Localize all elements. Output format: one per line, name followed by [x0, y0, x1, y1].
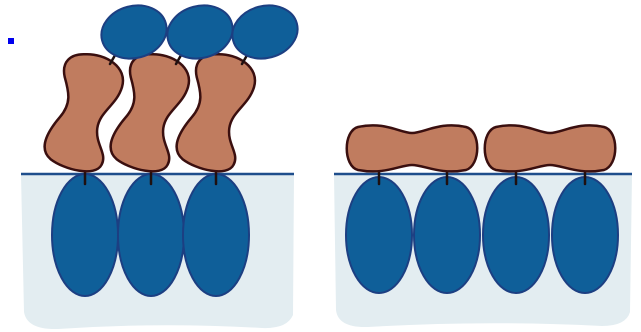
cytoplasmic-domain	[183, 174, 249, 296]
cytoplasmic-domain	[118, 174, 184, 296]
right-panel	[334, 125, 632, 327]
outer-domain	[226, 0, 303, 66]
cytoplasmic-domain	[483, 177, 549, 293]
extracellular-domain	[347, 125, 478, 171]
cytoplasmic-domain	[346, 177, 412, 293]
cytoplasmic-domain	[552, 177, 618, 293]
cytoplasmic-domain	[52, 174, 118, 296]
extracellular-domain	[485, 125, 616, 171]
left-panel	[21, 0, 304, 329]
cytoplasmic-domain	[414, 177, 480, 293]
